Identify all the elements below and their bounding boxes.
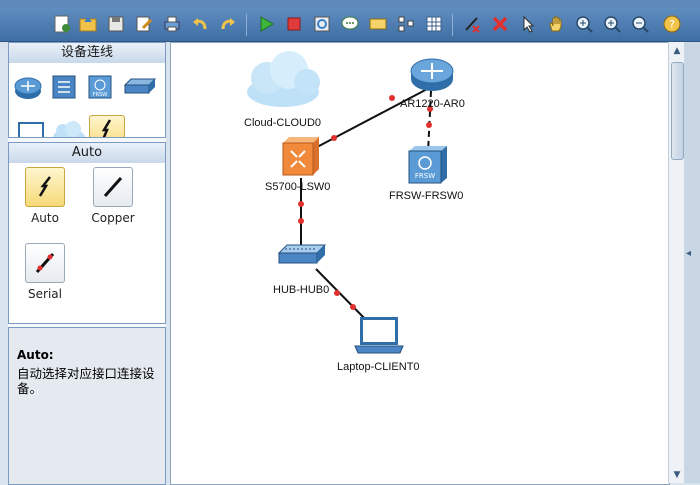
save-as-icon[interactable] bbox=[132, 12, 156, 36]
link-status-dot bbox=[298, 218, 304, 224]
start-device-icon[interactable] bbox=[254, 12, 278, 36]
link-status-dot bbox=[298, 201, 304, 207]
delete-connection-icon[interactable] bbox=[460, 12, 484, 36]
open-icon[interactable] bbox=[76, 12, 100, 36]
switch-device-icon[interactable] bbox=[49, 71, 79, 104]
description-title: Auto: bbox=[17, 348, 54, 362]
svg-text:FRSW: FRSW bbox=[93, 92, 108, 98]
router-device-icon[interactable] bbox=[13, 73, 43, 106]
connection-palette: Auto Copper Serial bbox=[8, 163, 166, 324]
zoom-in-alt-icon[interactable] bbox=[600, 12, 624, 36]
undo-icon[interactable] bbox=[188, 12, 212, 36]
rectangle-icon[interactable] bbox=[366, 12, 390, 36]
scroll-thumb[interactable] bbox=[671, 62, 684, 160]
toolbar: ? bbox=[0, 8, 700, 42]
copper-connection-option[interactable]: Copper bbox=[83, 167, 143, 225]
frsw-label: FRSW-FRSW0 bbox=[389, 190, 464, 202]
link-status-dot bbox=[426, 122, 432, 128]
link-status-dot bbox=[350, 304, 356, 310]
save-icon[interactable] bbox=[104, 12, 128, 36]
serial-cable-icon bbox=[25, 243, 65, 283]
left-panel: 设备连线 FRSW Auto Auto Copper bbox=[8, 42, 166, 485]
topology-canvas[interactable]: Cloud-CLOUD0 AR1220-AR0 S5700-LSW0 FRSW … bbox=[170, 42, 670, 485]
auto-connection-icon bbox=[25, 167, 65, 207]
toolbar-separator bbox=[452, 14, 453, 36]
link-hub-laptop[interactable] bbox=[315, 268, 372, 326]
title-bar bbox=[0, 0, 700, 8]
description-panel: Auto: 自动选择对应接口连接设备。 bbox=[8, 327, 166, 485]
grid-icon[interactable] bbox=[422, 12, 446, 36]
scroll-up-icon[interactable]: ▲ bbox=[673, 46, 681, 56]
link-status-dot bbox=[389, 95, 395, 101]
connection-label: Auto bbox=[31, 211, 59, 225]
switch-label: S5700-LSW0 bbox=[265, 181, 331, 193]
pc-device-icon[interactable] bbox=[17, 119, 47, 137]
connection-label: Copper bbox=[91, 211, 135, 225]
hub-icon[interactable] bbox=[277, 243, 327, 274]
cloud-label: Cloud-CLOUD0 bbox=[244, 117, 322, 129]
connection-section-title: Auto bbox=[8, 142, 166, 164]
copper-cable-icon bbox=[93, 167, 133, 207]
description-text: 自动选择对应接口连接设备。 bbox=[17, 366, 155, 396]
auto-connection-option[interactable]: Auto bbox=[15, 167, 75, 225]
new-topo-icon[interactable] bbox=[50, 12, 74, 36]
svg-text:?: ? bbox=[669, 18, 675, 31]
link-switch-router[interactable] bbox=[299, 86, 432, 157]
switch-icon[interactable] bbox=[279, 135, 321, 180]
hub-label: HUB-HUB0 bbox=[273, 284, 330, 296]
pan-hand-icon[interactable] bbox=[544, 12, 568, 36]
link-router-frsw[interactable] bbox=[427, 90, 432, 154]
link-status-dot bbox=[427, 106, 433, 112]
laptop-icon[interactable] bbox=[354, 315, 404, 362]
connection-label: Serial bbox=[28, 287, 62, 301]
auto-connection-device-icon[interactable] bbox=[89, 115, 125, 137]
topology-links bbox=[298, 86, 433, 326]
delete-icon[interactable] bbox=[488, 12, 512, 36]
topo-arrange-icon[interactable] bbox=[394, 12, 418, 36]
router-icon[interactable] bbox=[409, 55, 455, 98]
stop-device-icon[interactable] bbox=[282, 12, 306, 36]
right-collapsed-panel: ◂ bbox=[684, 42, 700, 483]
laptop-label: Laptop-CLIENT0 bbox=[337, 361, 420, 373]
frame-relay-switch-device-icon[interactable]: FRSW bbox=[85, 71, 115, 104]
vertical-scrollbar[interactable]: ▲ ▼ bbox=[668, 42, 685, 483]
cloud-device-icon[interactable] bbox=[51, 117, 87, 137]
cloud-icon[interactable] bbox=[243, 48, 325, 113]
frsw-icon[interactable]: FRSW bbox=[407, 145, 449, 188]
link-status-dot bbox=[331, 135, 337, 141]
scroll-down-icon[interactable]: ▼ bbox=[673, 470, 681, 480]
redo-icon[interactable] bbox=[216, 12, 240, 36]
panel-expand-icon[interactable]: ◂ bbox=[686, 248, 692, 259]
device-section-title: 设备连线 bbox=[8, 42, 166, 64]
text-note-icon[interactable] bbox=[338, 12, 362, 36]
hub-device-icon[interactable] bbox=[123, 75, 157, 102]
router-label: AR1220-AR0 bbox=[400, 98, 465, 110]
svg-text:FRSW: FRSW bbox=[415, 172, 435, 180]
zoom-out-icon[interactable] bbox=[628, 12, 652, 36]
link-status-dot bbox=[334, 290, 340, 296]
zoom-in-icon[interactable] bbox=[572, 12, 596, 36]
toolbar-separator bbox=[246, 14, 247, 36]
help-icon[interactable]: ? bbox=[660, 12, 684, 36]
device-palette: FRSW bbox=[8, 63, 166, 138]
capture-icon[interactable] bbox=[310, 12, 334, 36]
print-icon[interactable] bbox=[160, 12, 184, 36]
select-pointer-icon[interactable] bbox=[516, 12, 540, 36]
serial-connection-option[interactable]: Serial bbox=[15, 243, 75, 301]
